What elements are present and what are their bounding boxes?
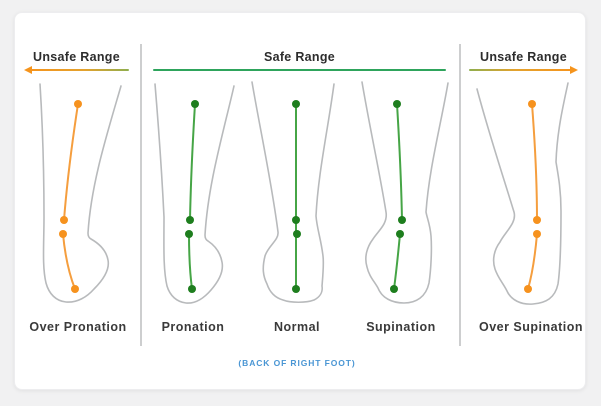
foot-outline: [476, 82, 569, 305]
foot-figure-over-pronation: [39, 83, 122, 303]
alignment-dot: [390, 285, 398, 293]
alignment-dot: [185, 230, 193, 238]
unsafe-range-left-label: Unsafe Range: [33, 50, 120, 64]
alignment-dot: [59, 230, 67, 238]
heel-alignment-line: [188, 233, 193, 290]
alignment-dot: [188, 285, 196, 293]
divider-unsafe-safe-left: [140, 44, 142, 346]
arrow-left-icon: [24, 66, 32, 74]
tibia-alignment-line: [189, 103, 196, 221]
foot-figure-over-supination: [476, 82, 569, 305]
foot-figure-supination: [361, 81, 449, 304]
label-over-supination: Over Supination: [478, 320, 584, 334]
diagram-card: Unsafe Range Safe Range Unsafe Range: [14, 12, 586, 390]
foot-outline: [361, 81, 449, 304]
heel-alignment-line: [393, 233, 401, 290]
foot-figure-normal: [251, 81, 335, 304]
unsafe-range-right-line: [469, 66, 578, 74]
alignment-dot: [71, 285, 79, 293]
alignment-dot: [533, 216, 541, 224]
label-supination: Supination: [366, 320, 436, 334]
label-normal: Normal: [273, 320, 321, 334]
alignment-dot: [393, 100, 401, 108]
tibia-alignment-line: [531, 103, 538, 221]
diagram-caption: (BACK OF RIGHT FOOT): [238, 358, 356, 368]
alignment-dot: [528, 100, 536, 108]
alignment-dot: [74, 100, 82, 108]
tibia-alignment-line: [63, 103, 79, 221]
arrow-right-icon: [570, 66, 578, 74]
alignment-dot: [191, 100, 199, 108]
alignment-dot: [396, 230, 404, 238]
alignment-dot: [60, 216, 68, 224]
alignment-dot: [293, 230, 301, 238]
safe-range-line: [153, 69, 446, 71]
foot-figure-pronation: [154, 83, 235, 304]
unsafe-range-left-line: [24, 66, 129, 74]
alignment-dot: [398, 216, 406, 224]
safe-range-label: Safe Range: [263, 50, 336, 64]
heel-alignment-line: [62, 233, 76, 290]
unsafe-range-right-label: Unsafe Range: [480, 50, 567, 64]
alignment-dot: [524, 285, 532, 293]
foot-outline: [154, 83, 235, 304]
divider-safe-unsafe-right: [459, 44, 461, 346]
label-over-pronation: Over Pronation: [29, 320, 127, 334]
alignment-dot: [292, 216, 300, 224]
alignment-dot: [292, 100, 300, 108]
alignment-dot: [186, 216, 194, 224]
tibia-alignment-line: [396, 103, 403, 221]
heel-alignment-line: [527, 233, 538, 290]
label-pronation: Pronation: [161, 320, 225, 334]
alignment-dot: [292, 285, 300, 293]
alignment-dot: [533, 230, 541, 238]
foot-outline: [39, 83, 122, 303]
foot-outline: [251, 81, 335, 304]
